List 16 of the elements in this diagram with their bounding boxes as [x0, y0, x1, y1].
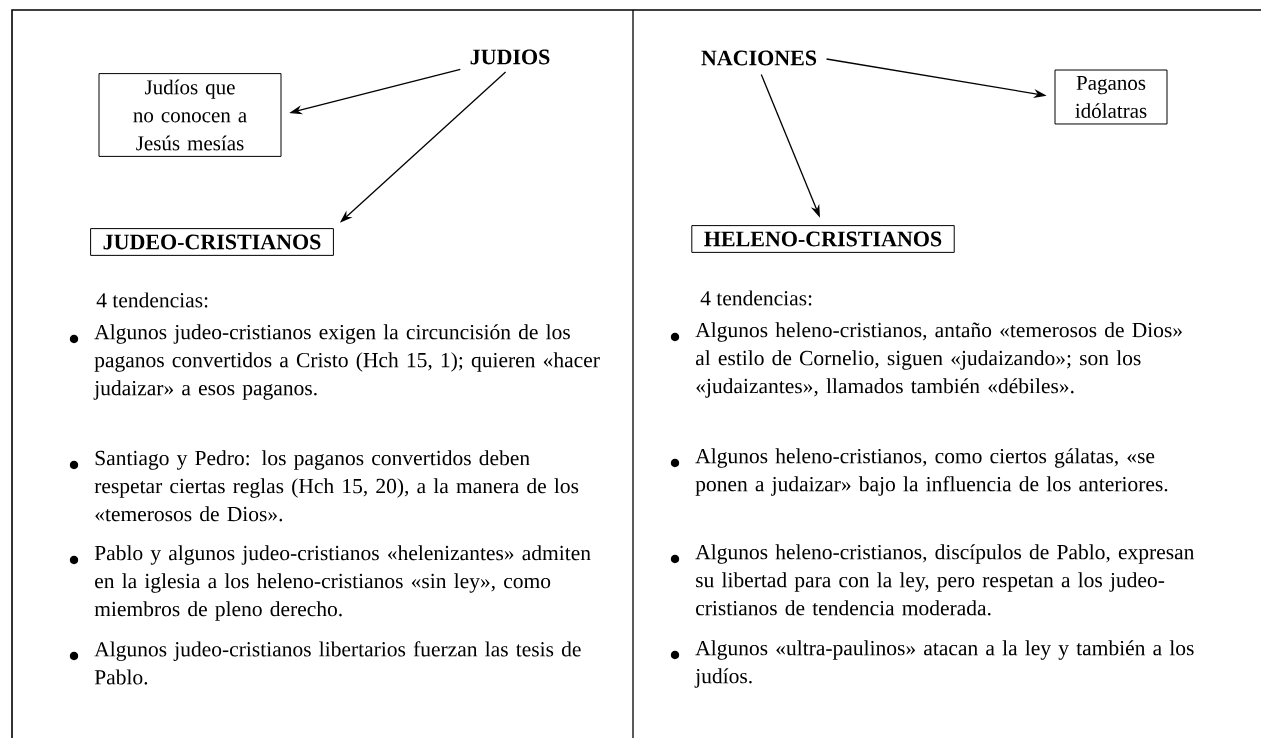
text-box: Paganos idólatras: [1054, 69, 1168, 125]
text-box: Judíos que no conocen a Jesús mesías: [98, 73, 282, 157]
bullet-text: Algunos «ultra-paulinos» atacan a la ley y también a los judíos.: [694, 640, 1194, 688]
bullet-text: Algunos heleno-cristianos, como ciertos gálatas, «se ponen a judaizar» bajo la influencia de los anteriores.: [695, 448, 1168, 496]
bullet-text: Algunos judeo-cristianos libertarios fuerzan las tesis de Pablo.: [94, 641, 581, 685]
bullet-text: Santiago y Pedro: los paganos convertidos deben respetar ciertas reglas (Hch 15, 20), a la manera de los «temerosos de Dios».: [94, 450, 579, 522]
heading-box: JUDEO-CRISTIANOS: [90, 228, 334, 256]
bullet-text: Pablo y algunos judeo-cristianos «helenizantes» admiten en la iglesia a los heleno-cristianos «sin ley», como miembros de pleno derecho.: [94, 545, 591, 621]
bullet-text: Algunos heleno-cristianos, antaño «temerosos de Dios» al estilo de Cornelio, siguen «judaizando»; son los «judaizantes», llamados también «débiles».: [695, 322, 1182, 398]
bullet-text: Algunos heleno-cristianos, discípulos de Pablo, expresan su libertad para con la ley, pero respetan a los judeo-cristianos de tendencia moderada.: [695, 544, 1195, 616]
intro-text: 4 tendencias:: [96, 292, 208, 308]
heading-text: JUDIOS: [470, 49, 550, 65]
heading-text: NACIONES: [701, 50, 817, 66]
heading-box: HELENO-CRISTIANOS: [691, 225, 955, 253]
bullet-text: Algunos judeo-cristianos exigen la circuncisión de los paganos convertidos a Cristo (Hch 15, 1); quieren «hacer judaizar» a esos paganos.: [93, 324, 600, 400]
intro-text: 4 tendencias:: [700, 290, 812, 306]
